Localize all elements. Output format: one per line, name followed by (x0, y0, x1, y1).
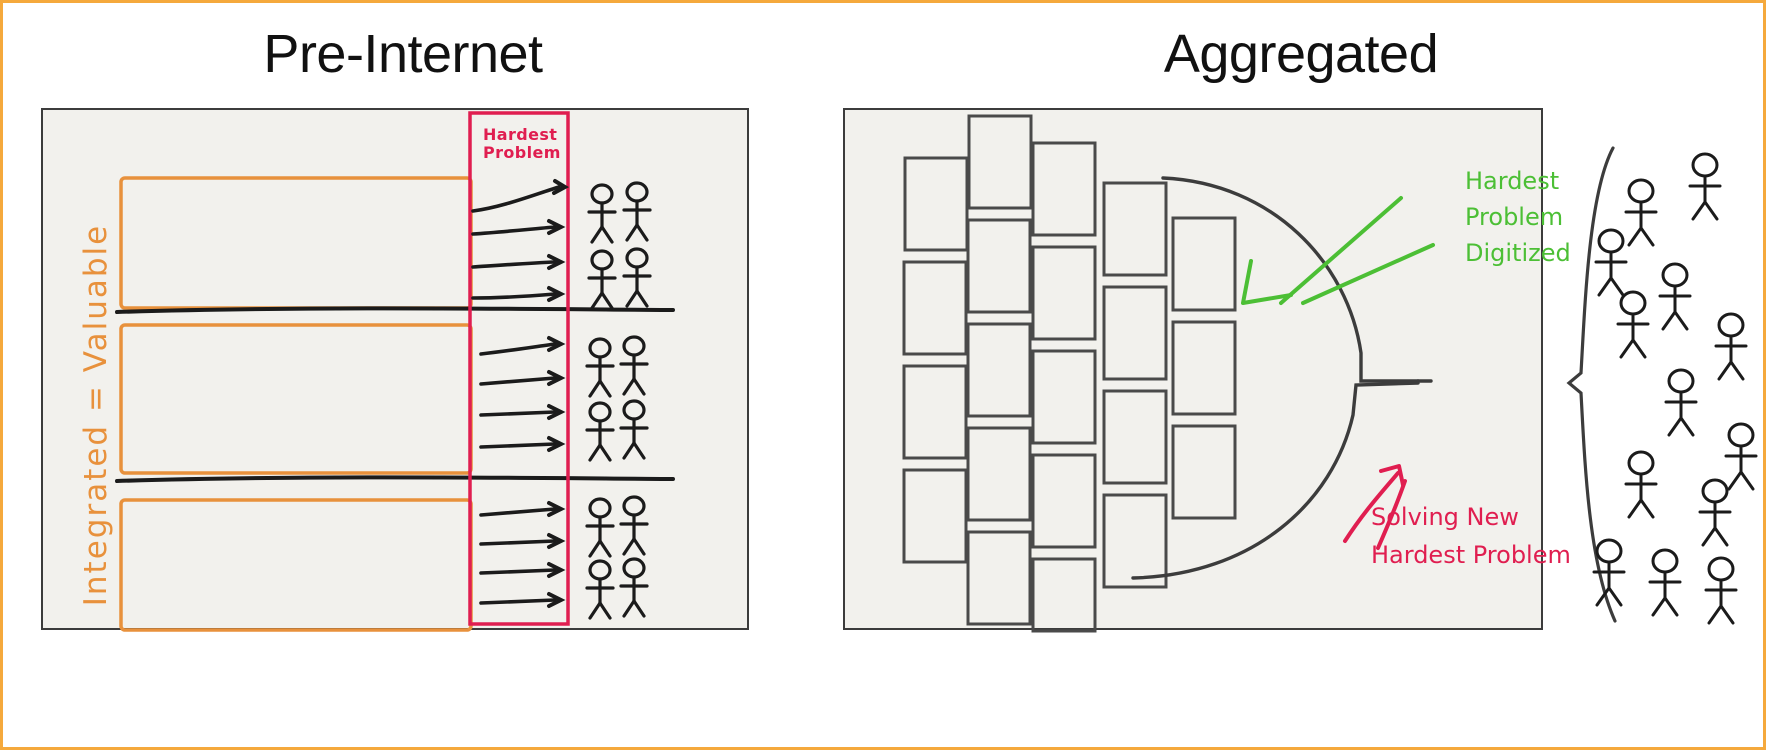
annotation-solving-new-hardest-problem: Solving New Hardest Problem (1371, 498, 1631, 574)
arrow-group-row-3 (479, 501, 566, 608)
module-column-2 (966, 114, 1033, 626)
hardest-problem-column (468, 111, 570, 626)
panel-pre-internet: Pre-Internet Integrated = Valuable (3, 3, 803, 753)
crimson-annotation-line-1: Solving New (1371, 503, 1519, 531)
panel-aggregated: Aggregated (833, 3, 1766, 753)
funnel-curve-bottom (1131, 381, 1420, 580)
hardest-problem-label-line-2: Problem (483, 143, 561, 162)
hardest-problem-label-line-1: Hardest (483, 125, 558, 144)
crimson-annotation-arrow (1343, 464, 1407, 550)
whiteboard-aggregated (843, 108, 1543, 630)
pre-internet-drawing (115, 111, 675, 632)
green-annotation-line-2: Problem (1465, 203, 1564, 231)
aggregated-drawing (902, 114, 1758, 633)
integrated-box-row-3 (119, 498, 473, 632)
integrated-box-row-1 (119, 176, 473, 310)
module-column-5 (1171, 216, 1237, 520)
panel-title-aggregated: Aggregated (1163, 24, 1439, 84)
row-divider-1 (115, 306, 675, 314)
panel-title-pre-internet: Pre-Internet (263, 24, 543, 84)
stick-figure-group-row-1 (587, 181, 652, 310)
crimson-annotation-line-2: Hardest Problem (1371, 541, 1571, 569)
module-column-3 (1031, 141, 1097, 633)
integrated-box-row-2 (119, 323, 473, 475)
stick-figure-group-row-2 (585, 335, 649, 462)
arrow-group-row-1 (471, 179, 570, 302)
arrow-group-row-2 (479, 336, 566, 452)
module-column-1 (902, 156, 969, 564)
stick-figure-group-row-3 (585, 495, 649, 620)
module-column-4 (1102, 181, 1168, 589)
audience-brace (1566, 146, 1617, 623)
green-annotation-line-3: Digitized (1465, 239, 1571, 267)
funnel-curve-top (1161, 176, 1420, 383)
annotation-hardest-problem-digitized: Hardest Problem Digitized (1465, 163, 1625, 271)
audience-stick-figures (1592, 152, 1758, 625)
row-divider-2 (115, 475, 675, 483)
hardest-problem-label: Hardest Problem (483, 126, 573, 162)
green-annotation-line-1: Hardest (1465, 167, 1560, 195)
green-annotation-arrow (1241, 196, 1435, 305)
